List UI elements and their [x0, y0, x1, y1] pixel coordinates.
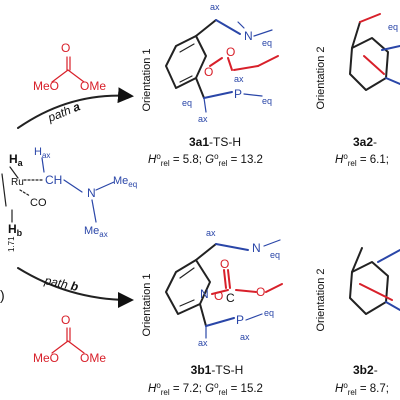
carbonate-bottom-ome: OMe [80, 351, 106, 365]
ch-label: CH [45, 173, 62, 187]
ts-3a1-ring [165, 35, 207, 89]
path-a-label: path a [45, 99, 82, 125]
carbonate-top-ome: OMe [80, 79, 106, 93]
carbonate-bottom-meo: MeO [33, 351, 59, 365]
carbonate-top-meo: MeO [33, 79, 59, 93]
ts-3a1-name: 3a1-TS-H [189, 135, 241, 149]
ts-3a1-ax2: ax [234, 74, 244, 84]
n-label: N [87, 186, 96, 200]
ts-3b1-eq1: eq [270, 250, 280, 260]
ts-3b1-ax1: ax [206, 228, 216, 238]
ts-3a1-p: P [234, 87, 242, 101]
ts-3a1-eq3: eq [182, 98, 192, 108]
hax-label: Hax [34, 146, 50, 160]
ru-label: Ru [11, 177, 24, 188]
ts-3b1-p: P [236, 313, 244, 327]
ts-3b1-o3: O [256, 285, 265, 299]
reactant-complex: Ha Hax CH Ru CO N Meeq Meax Hb 1.71 ) [0, 146, 137, 303]
ts-3a1-ax1: ax [210, 2, 220, 12]
ts-3a1: Orientation 1 ax N eq O O P ax eq eq ax [141, 2, 279, 124]
ts-3b1-energies: Horel = 7.2; Gorel = 15.2 [148, 381, 263, 397]
ts-3a2: Orientation 2 eq [315, 13, 400, 110]
ts-3b1-n2: N [252, 241, 261, 255]
ts-3a1-o2: O [226, 45, 235, 59]
ha-label: Ha [9, 152, 24, 168]
ts-3a1-o1: O [204, 65, 213, 79]
ts-3a1-n: N [244, 29, 253, 43]
ts-3b1-name: 3b1-TS-H [191, 363, 244, 377]
ts-3b1-ax2: ax [240, 332, 250, 342]
ts-3b1-o1: O [220, 257, 229, 271]
ts-3a1-ax3: ax [198, 114, 208, 124]
ts-3b1: Orientation 1 N ax N eq O C O O P eq ax … [141, 228, 283, 348]
ts-3b1-ax3: ax [198, 338, 208, 348]
ts-3b1-eq2: eq [264, 308, 274, 318]
ts-3b1-c: C [226, 291, 235, 305]
paren-glyph: ) [0, 287, 5, 303]
ts-3a1-eq2: eq [262, 96, 272, 106]
ts-3b2-orientation: Orientation 2 [315, 269, 327, 332]
ts-3a1-eq1: eq [262, 38, 272, 48]
ts-3a1-orientation: Orientation 1 [141, 49, 153, 112]
ts-3a1-energies: Horel = 5.8; Gorel = 13.2 [148, 152, 263, 168]
ts-3b2: Orientation 2 [315, 247, 400, 332]
ts-3a2-name: 3a2- [353, 135, 377, 149]
ts-3b2-energies: Horel = 8.7; [335, 381, 389, 397]
ts-3a2-eq1: eq [388, 22, 398, 32]
bond-length-label: 1.71 [7, 236, 16, 252]
path-b-arrow: path b [17, 267, 134, 308]
carbonate-bottom-o: O [61, 313, 70, 327]
path-b-label: path b [42, 273, 79, 294]
carbonate-top-o: O [61, 41, 70, 55]
ts-3a2-energies: Horel = 6.1; [335, 152, 389, 168]
ts-3b1-o2: O [214, 289, 223, 303]
ts-3a2-orientation: Orientation 2 [315, 47, 327, 110]
ts-3b2-name: 3b2- [353, 363, 378, 377]
ts-3b1-orientation: Orientation 1 [141, 274, 153, 337]
path-a-arrow: path a [17, 87, 134, 129]
carbonate-top: O MeO OMe [33, 41, 106, 93]
ts-3b1-n1: N [200, 287, 209, 301]
me-eq-label: Meeq [113, 175, 137, 189]
carbonate-bottom: O MeO OMe [33, 313, 106, 365]
co-label: CO [30, 197, 47, 209]
hb-label: Hb [8, 222, 23, 238]
me-ax-label: Meax [84, 225, 108, 239]
